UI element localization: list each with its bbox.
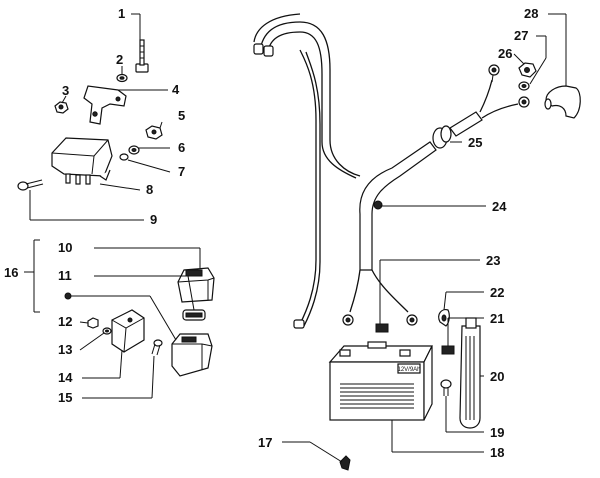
part-17-rubber-pad <box>339 455 351 471</box>
callout-2: 2 <box>116 52 123 67</box>
callout-21: 21 <box>490 311 504 326</box>
callout-10: 10 <box>58 240 72 255</box>
part-19-screw <box>440 379 452 396</box>
part-8-relay <box>51 137 113 185</box>
callout-6: 6 <box>178 140 185 155</box>
callout-19: 19 <box>490 425 504 440</box>
part-25-grommet <box>432 125 452 149</box>
callout-23: 23 <box>486 253 500 268</box>
callout-24: 24 <box>492 199 507 214</box>
callout-25: 25 <box>468 135 482 150</box>
part-22-clamp <box>438 309 450 327</box>
part-24-wiring-harness <box>253 13 530 329</box>
callout-11: 11 <box>58 268 72 283</box>
part-26-nut <box>518 62 537 78</box>
callout-16: 16 <box>4 265 18 280</box>
part-5-nut <box>145 125 163 140</box>
callout-7: 7 <box>178 164 185 179</box>
callout-12: 12 <box>58 314 72 329</box>
callout-8: 8 <box>146 182 153 197</box>
callout-22: 22 <box>490 285 504 300</box>
part-10-fuse-cover <box>177 267 215 303</box>
part-28-terminal-boot <box>544 85 581 119</box>
part-16-fuse-body <box>171 333 213 377</box>
part-2-washer <box>116 73 128 83</box>
callout-27: 27 <box>514 28 528 43</box>
part-4-bracket <box>83 85 127 125</box>
part-13-washer <box>102 327 112 335</box>
callout-5: 5 <box>178 108 185 123</box>
callout-3: 3 <box>62 83 69 98</box>
callout-1: 1 <box>118 6 125 21</box>
part-15-screw <box>151 339 163 356</box>
battery-label: 12V/9Ah <box>397 367 420 373</box>
part-12-nut <box>87 317 99 329</box>
callout-28: 28 <box>524 6 538 21</box>
callout-numbers: 1 2 3 4 5 6 7 8 9 10 11 12 13 14 15 16 1… <box>4 6 538 460</box>
part-23-terminal-tag <box>375 323 389 333</box>
callout-26: 26 <box>498 46 512 61</box>
part-14-fuse-holder <box>111 309 145 353</box>
part-20-battery-strap <box>459 317 481 429</box>
part-7-washer <box>119 153 129 161</box>
callout-17: 17 <box>258 435 272 450</box>
part-18-battery: 12V/9Ah <box>328 341 433 421</box>
part-1-bolt <box>135 39 149 73</box>
part-27-washer <box>518 81 530 91</box>
callout-4: 4 <box>172 82 180 97</box>
part-9-screw <box>17 179 44 191</box>
part-21-clip <box>441 345 455 355</box>
callout-14: 14 <box>58 370 73 385</box>
callout-9: 9 <box>150 212 157 227</box>
callout-18: 18 <box>490 445 504 460</box>
callout-15: 15 <box>58 390 72 405</box>
part-11-fuse <box>182 309 206 321</box>
callout-20: 20 <box>490 369 504 384</box>
callout-13: 13 <box>58 342 72 357</box>
leader-lines <box>24 13 567 463</box>
part-6-washer <box>128 145 140 155</box>
battery-vent-lines <box>340 383 414 409</box>
part-3-nut <box>54 101 69 114</box>
